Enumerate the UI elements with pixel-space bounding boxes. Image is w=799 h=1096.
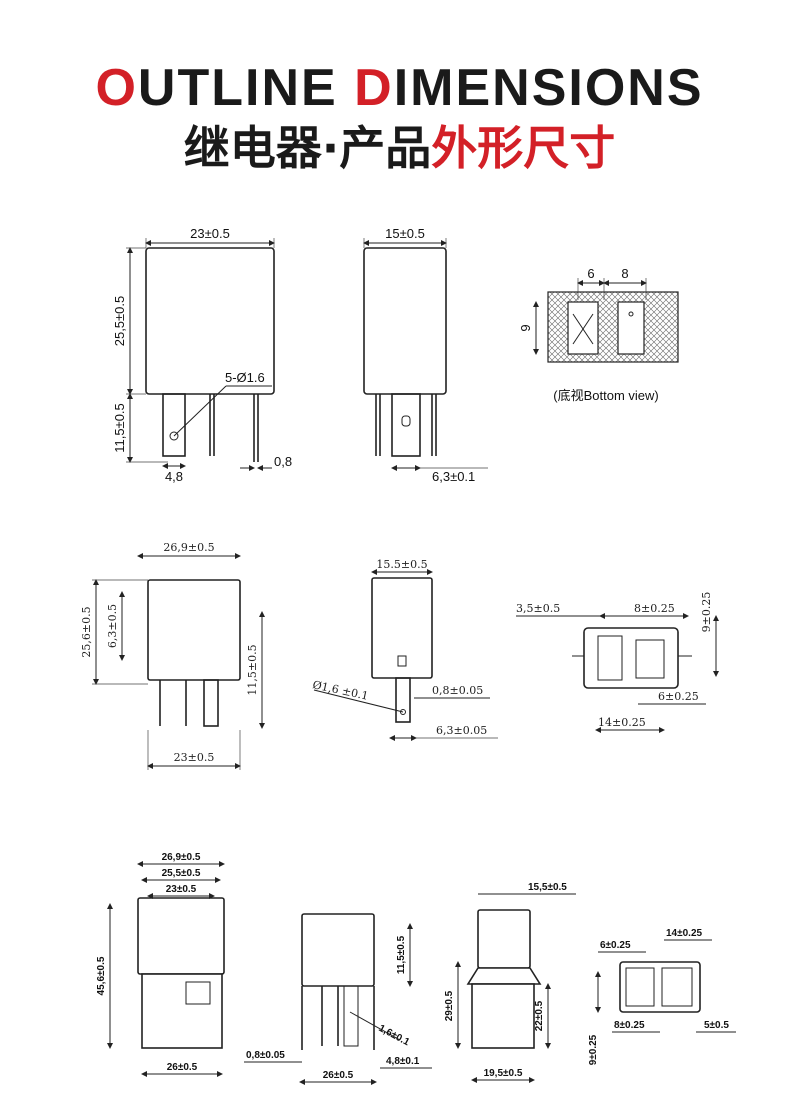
relay1-bottom-view: 6 8 9 (底视Bottom view)	[518, 266, 679, 403]
relay1-sidew-label: 15±0.5	[385, 226, 425, 241]
relay2-pint-label: 0,8±0.05	[432, 684, 483, 697]
relay2-pinw-label: 6,3±0.05	[436, 724, 487, 737]
title-en-letter-d: D	[354, 59, 394, 117]
relay1-side-view: 15±0.5 6,3±0.1	[363, 226, 488, 484]
relay3-bc-label: 5±0.5	[704, 1020, 729, 1031]
relay2-bottom-view: 3,5±0.5 8±0.25 9±0.25 6±0.25 14±0.25	[516, 592, 719, 733]
relay1-front-view: 23±0.5 25,5±0.5 11,5±0.5 5-Ø1.6 4,8 0,8	[112, 226, 292, 484]
relay3-side-view: 15,5±0.5 29±0.5 22±0.5 19,5±0.5	[444, 882, 576, 1083]
title-english: OUTLINE DIMENSIONS	[0, 58, 799, 118]
relay3-pinw-label: 4,8±0.1	[386, 1056, 420, 1067]
relay2-bpin-label: 6±0.25	[658, 690, 699, 703]
page-header: OUTLINE DIMENSIONS 继电器·产品外形尺寸	[0, 58, 799, 176]
relay3-w2-label: 25,5±0.5	[162, 868, 201, 879]
relay3-bottom-view: 14±0.25 6±0.25 8±0.25 5±0.5 9±0.25	[588, 928, 736, 1065]
relay2-topw-label: 26,9±0.5	[163, 541, 214, 554]
relay2-bright-label: 8±0.25	[634, 602, 675, 615]
title-en-letter-o: O	[95, 59, 138, 117]
relay1-bottom-h-label: 9	[518, 324, 533, 331]
relay2-height-label: 25,6±0.5	[80, 606, 93, 657]
relay3-pin-view: 11,5±0.5 1,6±0.1 0,8±0.05 26±0.5 4,8±0.1	[244, 913, 432, 1085]
relay3-bh-label: 9±0.25	[588, 1034, 599, 1065]
relay3-w3-label: 23±0.5	[166, 884, 197, 895]
relay1-height-label: 25,5±0.5	[112, 296, 127, 347]
relay2-bbottom-label: 14±0.25	[598, 716, 646, 729]
relay3-btop-label: 14±0.25	[666, 928, 703, 939]
relay2-side-view: 15.5±0.5 Ø1,6 ±0.1 0,8±0.05 6,3±0.05	[311, 558, 498, 741]
title-chinese: 继电器·产品外形尺寸	[0, 120, 799, 176]
relay2-bh-label: 9±0.25	[700, 592, 713, 633]
relay2-sidew-label: 15.5±0.5	[376, 558, 427, 571]
relay2-front-view: 26,9±0.5 25,6±0.5 6,3±0.5 11,5±0.5 23±0.…	[80, 541, 265, 770]
relay3-sidebase-label: 19,5±0.5	[484, 1068, 523, 1079]
relay3-pinbase-label: 26±0.5	[323, 1070, 354, 1081]
relay2-pinlen-label: 11,5±0.5	[246, 644, 259, 695]
title-en-part-2: IMENSIONS	[393, 59, 704, 117]
relay1-pinw-label: 4,8	[165, 469, 183, 484]
relay3-sideh2-label: 22±0.5	[534, 1000, 545, 1031]
title-en-part-1: UTLINE	[137, 59, 355, 117]
relay2-basew-label: 23±0.5	[174, 751, 215, 764]
relay3-bb-label: 8±0.25	[614, 1020, 645, 1031]
relay3-pint-label: 0,8±0.05	[246, 1050, 285, 1061]
relay1-bottom-a-label: 6	[587, 266, 594, 281]
relay3-ba-label: 6±0.25	[600, 940, 631, 951]
relay2-hole-label: Ø1,6 ±0.1	[311, 678, 369, 703]
relay3-sideh-label: 29±0.5	[444, 990, 455, 1021]
relay1-pint-label: 0,8	[274, 454, 292, 469]
relay3-w1-label: 26,9±0.5	[162, 852, 201, 863]
relay3-sidew-label: 15,5±0.5	[528, 882, 567, 893]
relay3-base-label: 26±0.5	[167, 1062, 198, 1073]
relay1-pinlen-label: 11,5±0.5	[112, 403, 127, 453]
relay3-pinh-label: 11,5±0.5	[396, 935, 407, 974]
title-cn-black: 继电器·产品	[183, 121, 432, 175]
relay2-innerh-label: 6,3±0.5	[106, 604, 119, 648]
relay3-height-label: 45,6±0.5	[96, 956, 107, 995]
title-cn-red: 外形尺寸	[431, 121, 616, 175]
relay1-hole-label: 5-Ø1.6	[225, 370, 265, 385]
relay1-bottom-caption: (底视Bottom view)	[553, 388, 658, 403]
relay1-width-label: 23±0.5	[190, 226, 230, 241]
relay3-hole-label: 1,6±0.1	[377, 1023, 412, 1049]
relay3-front-view: 26,9±0.5 25,5±0.5 23±0.5 45,6±0.5 26±0.5	[96, 852, 225, 1077]
relay1-bottom-b-label: 8	[621, 266, 628, 281]
relay2-bleft-label: 3,5±0.5	[516, 602, 560, 615]
relay1-sidepin-label: 6,3±0.1	[432, 469, 475, 484]
